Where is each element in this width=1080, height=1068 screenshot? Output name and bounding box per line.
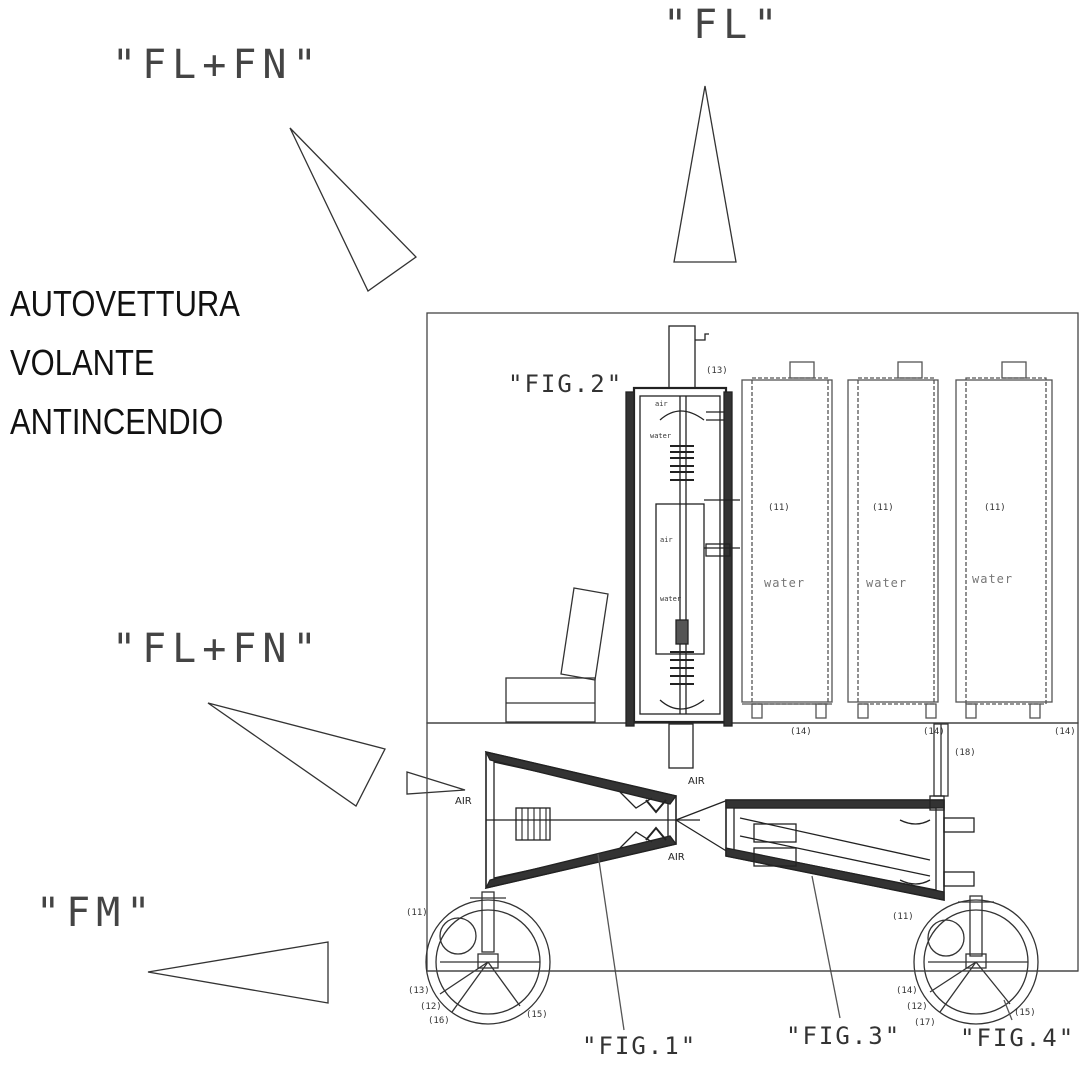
part-label-14-a: (14) <box>790 727 812 737</box>
part-label-11-a: (11) <box>768 503 790 513</box>
water-tank-1 <box>741 361 833 719</box>
title-line-2: VOLANTE <box>10 342 155 383</box>
part-label-17-wheel-right: (17) <box>914 1018 936 1028</box>
part-label-15-wheel-left: (15) <box>526 1010 548 1020</box>
part-label-18: (18) <box>954 748 976 758</box>
connector-pipe-18 <box>933 723 949 797</box>
leader-fig4 <box>1003 999 1013 1021</box>
water-label-a: water <box>764 576 806 590</box>
air-tube-label-mid: air <box>660 536 673 544</box>
jet-engine-fig3 <box>725 795 975 901</box>
part-label-12-wheel-left: (12) <box>420 1002 442 1012</box>
arrow-fl <box>673 85 737 263</box>
tube-assembly-fig2 <box>625 325 740 769</box>
arrow-small-left <box>406 771 466 795</box>
air-label-top: AIR <box>688 776 705 787</box>
wheel-right-fig4 <box>913 895 1039 1025</box>
arrow-fl-fn-top <box>289 127 417 292</box>
part-label-14-c: (14) <box>1054 727 1076 737</box>
label-fig1: "FIG.1" <box>582 1032 698 1060</box>
part-label-11-b: (11) <box>872 503 894 513</box>
part-label-16-wheel-left: (16) <box>428 1016 450 1026</box>
air-label-left: AIR <box>455 796 472 807</box>
part-label-13: (13) <box>706 366 728 376</box>
water-tube-label-mid: water <box>660 595 682 603</box>
water-label-b: water <box>866 576 908 590</box>
label-fig4: "FIG.4" <box>960 1024 1076 1052</box>
leader-fig1 <box>597 853 625 1031</box>
part-label-11-wheel-left: (11) <box>406 908 428 918</box>
label-fig3: "FIG.3" <box>786 1022 902 1050</box>
label-fig2: "FIG.2" <box>508 370 624 398</box>
leader-fig3 <box>811 875 841 1019</box>
water-tube-label-top: water <box>650 432 672 440</box>
label-fl-top: "FL" <box>663 2 784 48</box>
part-label-11-c: (11) <box>984 503 1006 513</box>
jet-engine-fig1 <box>484 750 729 890</box>
water-tank-3 <box>955 361 1053 719</box>
part-label-14-wheel-right: (14) <box>896 986 918 996</box>
seat-drawing <box>505 587 609 723</box>
part-label-12-wheel-right: (12) <box>906 1002 928 1012</box>
title-line-1: AUTOVETTURA <box>10 283 240 324</box>
arrow-fm <box>147 941 329 1004</box>
label-fm: "FM" <box>36 890 157 936</box>
label-fl-fn-top: "FL+FN" <box>112 42 323 88</box>
water-tank-2 <box>847 361 939 719</box>
part-label-15-wheel-right: (15) <box>1014 1008 1036 1018</box>
part-label-13-wheel-left: (13) <box>408 986 430 996</box>
title-line-3: ANTINCENDIO <box>10 401 224 442</box>
air-tube-label-top: air <box>655 400 668 408</box>
wheel-left <box>425 891 551 1025</box>
arrow-fl-fn-mid <box>207 702 386 807</box>
water-label-c: water <box>972 572 1014 586</box>
part-label-11-wheel-right: (11) <box>892 912 914 922</box>
air-label-bottom: AIR <box>668 852 685 863</box>
label-fl-fn-mid: "FL+FN" <box>112 626 323 672</box>
